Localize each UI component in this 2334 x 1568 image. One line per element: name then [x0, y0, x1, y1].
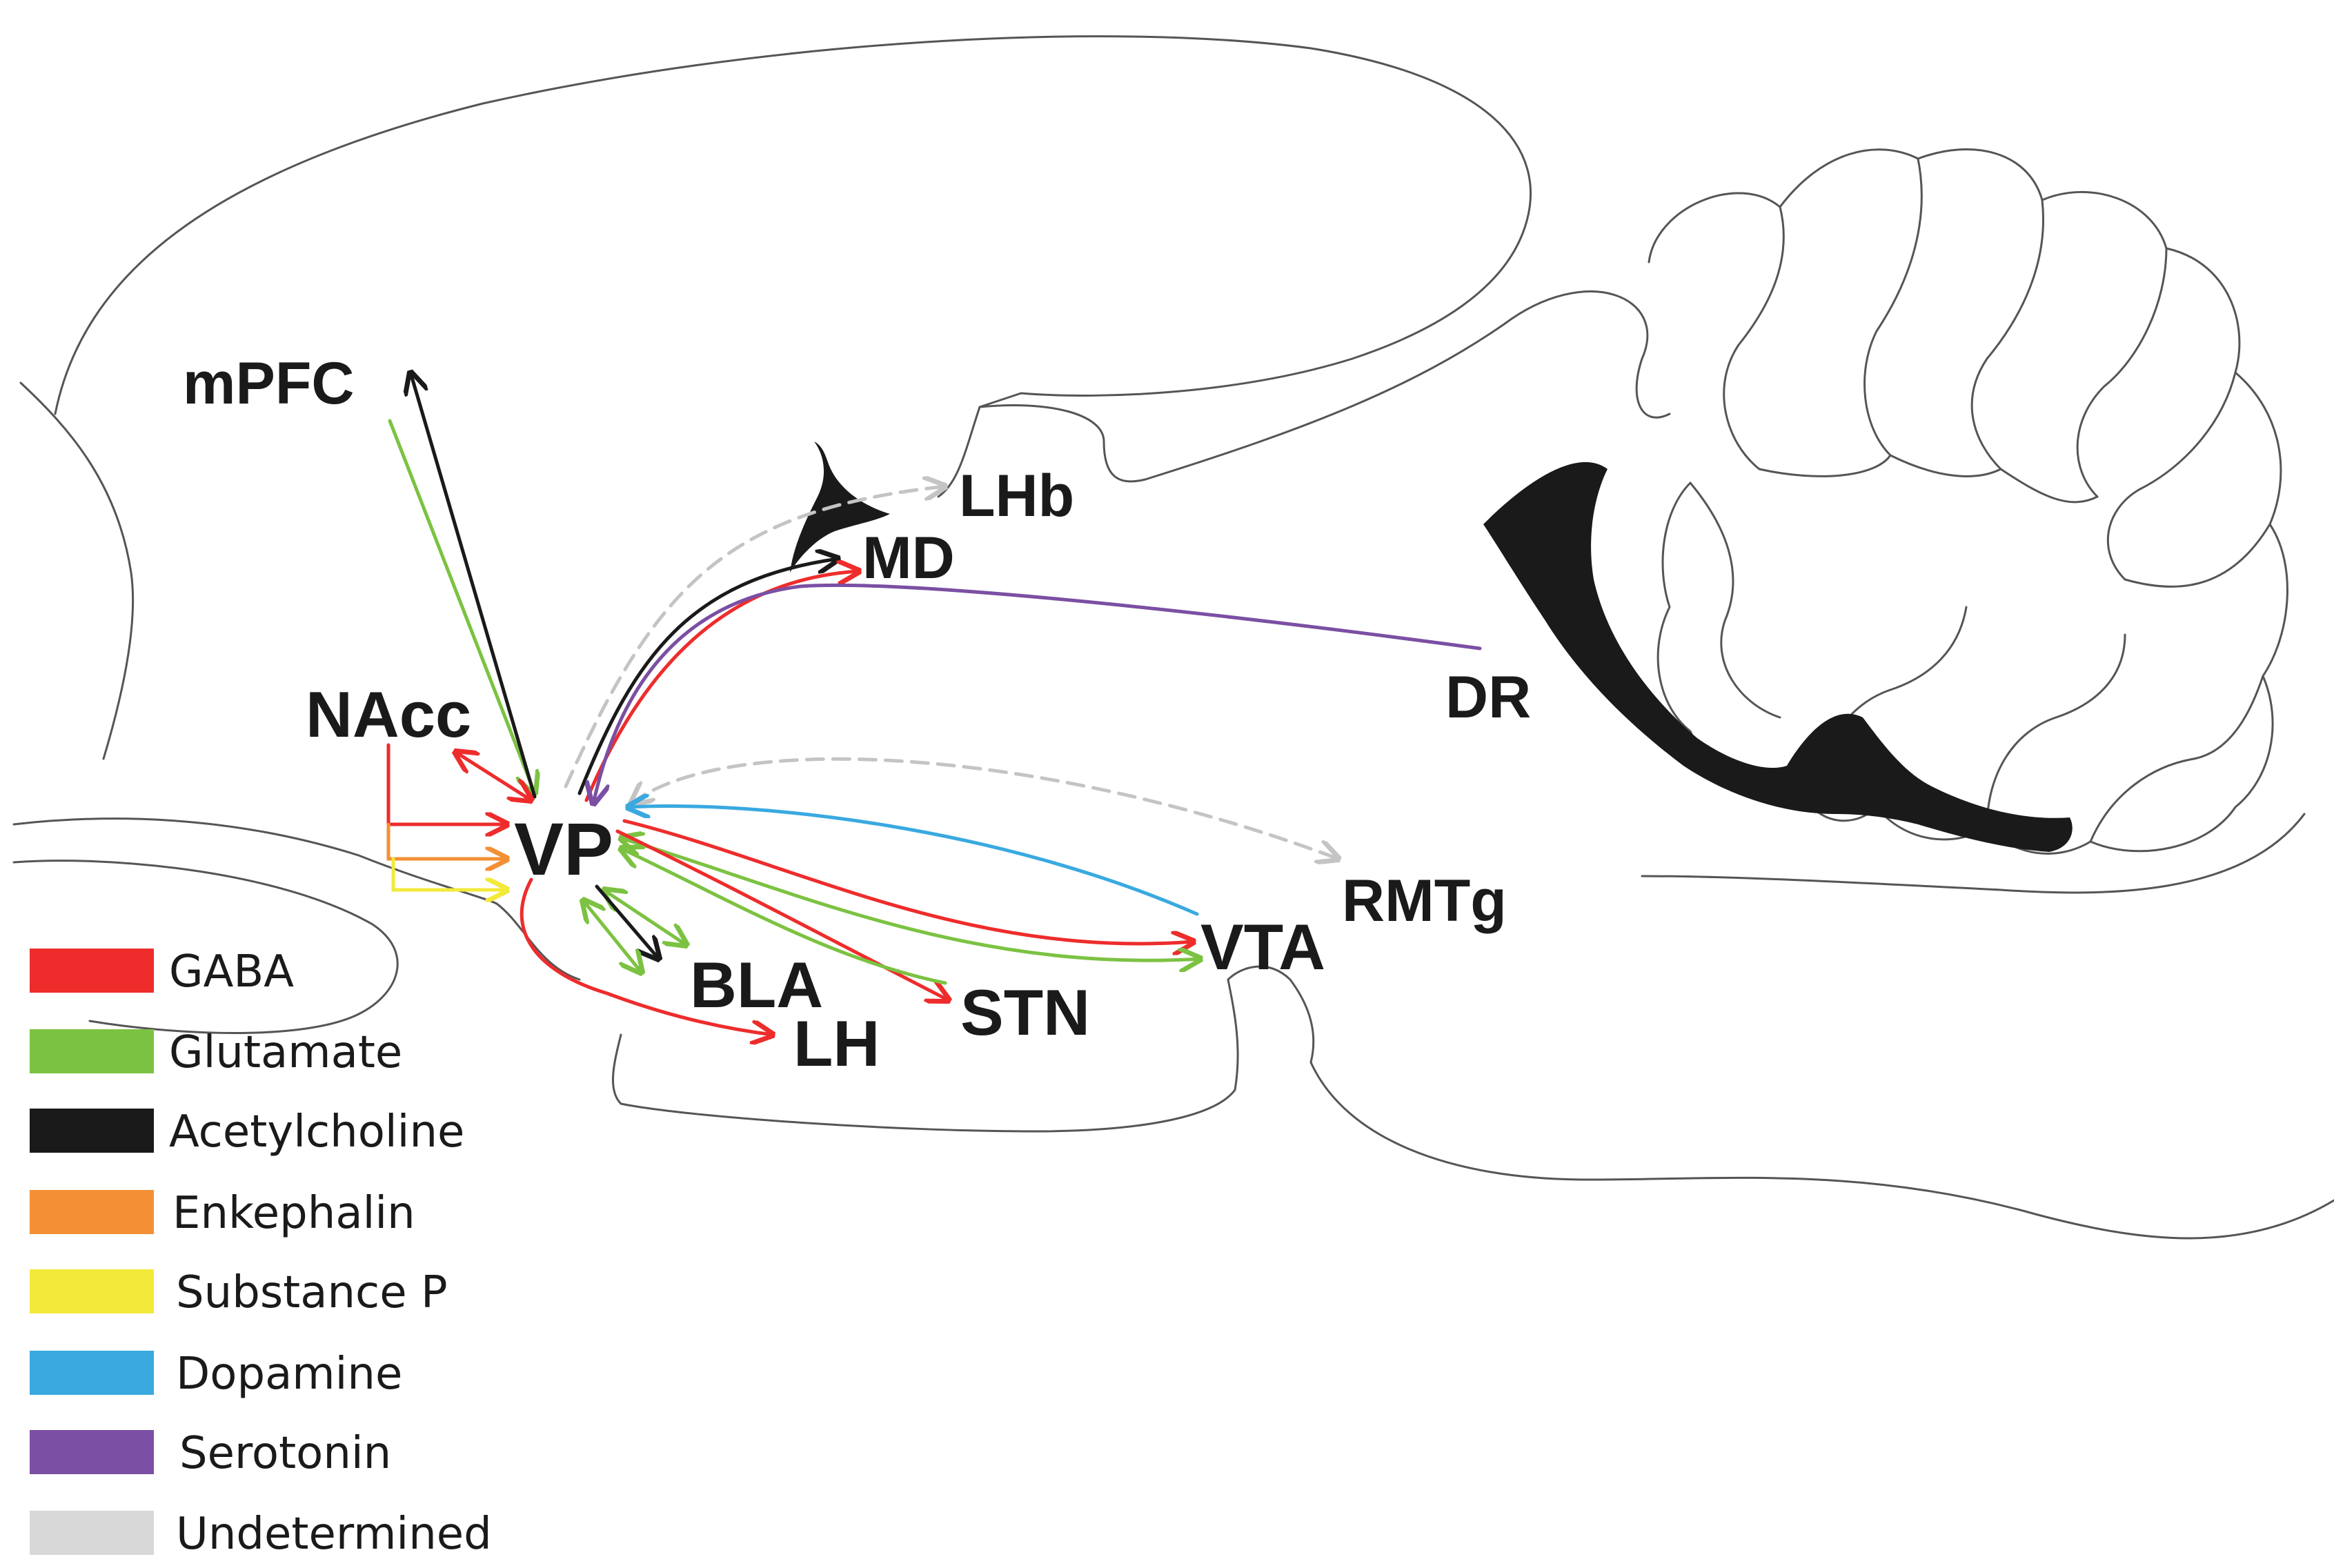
legend-swatch-dopamine: [30, 1351, 154, 1395]
label-bla: BLA: [690, 949, 823, 1021]
legend-item-acetylcholine: Acetylcholine: [30, 1106, 464, 1158]
arrow-mpfc-vp-glutamate: [388, 419, 535, 793]
olfactory-bulb-outline: [12, 860, 399, 1034]
region-labels: mPFC LHb MD NAcc DR VP RMTg VTA BLA STN …: [183, 350, 1531, 1080]
label-vta: VTA: [1200, 911, 1325, 983]
cerebellum-folium-3: [1970, 199, 2045, 470]
legend-label-serotonin: Serotonin: [179, 1428, 391, 1479]
legend-label-acetylcholine: Acetylcholine: [169, 1106, 464, 1158]
arrow-vp-vta-gaba: [622, 819, 1194, 944]
legend-label-enkephalin: Enkephalin: [172, 1188, 415, 1239]
legend-item-serotonin: Serotonin: [30, 1428, 391, 1479]
legend-item-gaba: GABA: [30, 946, 294, 998]
arrow-dr-vp-serotonin: [593, 583, 1482, 804]
arrow-vta-vp-dopamine: [628, 806, 1199, 916]
legend-label-glutamate: Glutamate: [169, 1027, 402, 1078]
ventricles: [790, 441, 2073, 852]
legend-item-undetermined: Undetermined: [30, 1509, 492, 1560]
midbrain-outline: [1144, 290, 1671, 481]
legend-label-gaba: GABA: [169, 946, 294, 998]
thalamus-outline: [978, 404, 1147, 483]
cortex-outline: [54, 35, 1532, 498]
lateral-ventricle: [790, 441, 890, 573]
projections: [386, 373, 1482, 1035]
label-rmtg: RMTg: [1342, 868, 1507, 934]
fourth-ventricle: [1483, 462, 2073, 852]
arrow-vp-bla-acetylcholine: [595, 884, 659, 959]
label-md: MD: [862, 525, 955, 591]
label-lh: LH: [793, 1007, 880, 1080]
label-dr: DR: [1445, 664, 1531, 731]
legend-swatch-gaba: [30, 949, 154, 993]
legend-label-substance-p: Substance P: [176, 1267, 448, 1318]
arrow-vp-mpfc-acetylcholine: [411, 373, 537, 799]
arrow-nacc-vp-enkephalin: [386, 822, 507, 859]
label-nacc: NAcc: [306, 678, 471, 751]
cerebellum-folium-2: [1863, 157, 1923, 457]
legend-swatch-glutamate: [30, 1029, 154, 1073]
legend-swatch-undetermined: [30, 1511, 154, 1555]
legend-label-undetermined: Undetermined: [176, 1509, 492, 1560]
arrow-vp-md-acetylcholine: [577, 559, 838, 795]
cerebellum-outline: [1648, 148, 2288, 855]
medulla-outline: [1309, 1061, 2334, 1240]
label-vp: VP: [514, 807, 613, 891]
cerebellum-folium-11: [2089, 675, 2264, 843]
cerebellum-folium-5: [2106, 371, 2237, 581]
cerebellum-folium-4: [2076, 247, 2168, 498]
arrow-vp-bla-glutamate: [604, 890, 686, 945]
legend-item-enkephalin: Enkephalin: [30, 1188, 415, 1239]
label-lhb: LHb: [959, 463, 1074, 529]
arrow-vp-lhb-undetermined: [564, 486, 945, 788]
arrow-stn-vp-glutamate: [621, 848, 947, 985]
legend-swatch-acetylcholine: [30, 1109, 154, 1153]
cerebellum-folium-8: [1689, 482, 1781, 719]
legend: GABA Glutamate Acetylcholine Enkephalin …: [30, 946, 492, 1560]
legend-item-glutamate: Glutamate: [30, 1027, 402, 1078]
olfactory-outline: [19, 381, 135, 760]
legend-item-substance-p: Substance P: [30, 1267, 448, 1318]
arrow-bla-vp-glutamate: [583, 900, 642, 973]
legend-swatch-substance-p: [30, 1269, 154, 1313]
arrow-vp-stn-gaba: [615, 829, 949, 1000]
legend-swatch-serotonin: [30, 1430, 154, 1474]
cerebellum-folium-7: [1999, 468, 2271, 588]
label-stn: STN: [960, 976, 1090, 1049]
arrow-nacc-vp-gaba-bidir: [455, 752, 531, 800]
legend-label-dopamine: Dopamine: [176, 1349, 402, 1400]
brain-outline: [12, 35, 2334, 1240]
cerebellum-folium-1: [1723, 206, 1785, 470]
hypothalamus-outline: [612, 978, 1239, 1133]
legend-item-dopamine: Dopamine: [30, 1349, 402, 1400]
brainstem-outline: [1641, 813, 2306, 894]
arrow-vp-lh-gaba: [520, 877, 773, 1035]
arrow-nacc-vp-gaba: [386, 743, 507, 824]
arrow-vp-md-gaba: [584, 571, 859, 802]
cerebellum-folium-6: [1758, 454, 2002, 477]
arrow-nacc-vp-substance-p: [391, 857, 507, 890]
arrow-vta-vp-glutamate: [621, 838, 1200, 960]
label-mpfc: mPFC: [183, 350, 354, 417]
cerebellum-folium-10: [1986, 633, 2126, 829]
legend-swatch-enkephalin: [30, 1190, 154, 1234]
pituitary-outline: [1227, 965, 1315, 1064]
arrow-vp-rmtg-undetermined: [631, 757, 1338, 859]
